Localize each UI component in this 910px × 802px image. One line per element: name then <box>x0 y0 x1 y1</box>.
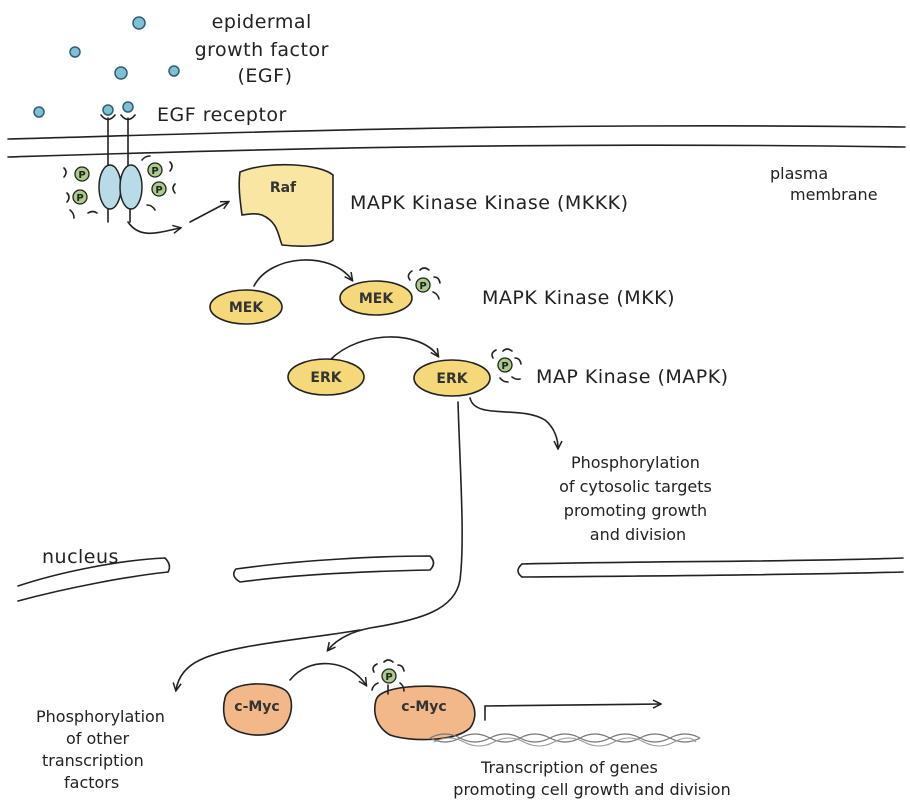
arrow-erk-activation <box>329 336 438 361</box>
dna-strand <box>429 733 701 747</box>
raf-protein: Raf <box>238 163 334 247</box>
phosphate-label: P <box>76 193 83 204</box>
mapk-label: MAP Kinase (MAPK) <box>536 366 729 388</box>
cmyc-label: c-Myc <box>401 699 446 715</box>
receptor-subunit-right <box>119 164 143 210</box>
erk-label: ERK <box>310 370 342 386</box>
phosphate-label: P <box>151 166 158 177</box>
transcription-label: Transcription of genes promoting cell gr… <box>453 758 730 799</box>
mek-label: MEK <box>359 291 394 307</box>
raf-label: Raf <box>270 180 297 196</box>
egf-molecule <box>114 66 128 80</box>
phosphate-group <box>381 668 397 684</box>
plasma-membrane-label: plasma membrane <box>770 164 878 204</box>
mkkk-label: MAPK Kinase Kinase (MKKK) <box>350 192 629 214</box>
phosphate-label: P <box>385 672 392 683</box>
nuclear-envelope <box>17 555 904 602</box>
egf-molecule <box>168 65 180 77</box>
phosphate-group <box>72 189 88 205</box>
arrow-receptor-to-raf-2 <box>189 202 228 223</box>
egf-molecule <box>132 16 146 30</box>
cytosolic-targets-label: Phosphorylation of cytosolic targets pro… <box>559 453 717 544</box>
arrow-receptor-to-raf <box>127 221 180 235</box>
egf-molecule <box>122 101 134 113</box>
arrow-mek-activation <box>253 259 352 287</box>
phosphate-group <box>151 181 167 197</box>
plasma-membrane <box>7 125 906 158</box>
arrow-cmyc-activation <box>289 662 366 685</box>
arrow-erk-to-other-tfs <box>176 629 361 690</box>
erk-active: ERK P <box>413 348 522 397</box>
erk-inactive: ERK <box>287 358 365 396</box>
phosphate-group <box>147 162 163 178</box>
arrow-erk-into-nucleus <box>328 401 463 650</box>
mek-inactive: MEK <box>209 289 283 325</box>
receptor-phosphates: P P P P <box>63 155 176 219</box>
arrow-erk-to-cytosolic <box>469 397 558 448</box>
phosphate-group <box>497 357 513 373</box>
mkk-label: MAPK Kinase (MKK) <box>482 287 675 309</box>
egf-ligands <box>33 16 180 118</box>
other-tfs-label: Phosphorylation of other transcription f… <box>36 707 170 792</box>
erk-label: ERK <box>436 371 468 387</box>
egf-molecule <box>102 104 114 116</box>
phosphate-label: P <box>155 185 162 196</box>
phosphate-group <box>74 166 90 182</box>
egf-molecule <box>69 46 81 58</box>
mek-active: MEK P <box>339 267 441 316</box>
phosphate-label: P <box>501 361 508 372</box>
mek-label: MEK <box>229 300 264 316</box>
nucleus-label: nucleus <box>42 546 119 568</box>
egf-receptor-label: EGF receptor <box>157 104 287 126</box>
cmyc-inactive: c-Myc <box>222 683 293 736</box>
cmyc-active: c-Myc P <box>371 659 476 741</box>
phosphate-label: P <box>78 170 85 181</box>
transcription-arrow <box>484 704 660 721</box>
egf-label: epidermal growth factor (EGF) <box>195 11 336 87</box>
egf-receptor <box>98 101 143 223</box>
phosphate-group <box>415 277 431 293</box>
receptor-subunit-left <box>98 164 122 210</box>
cmyc-label: c-Myc <box>234 699 279 715</box>
phosphate-label: P <box>419 281 426 292</box>
egf-molecule <box>33 106 45 118</box>
